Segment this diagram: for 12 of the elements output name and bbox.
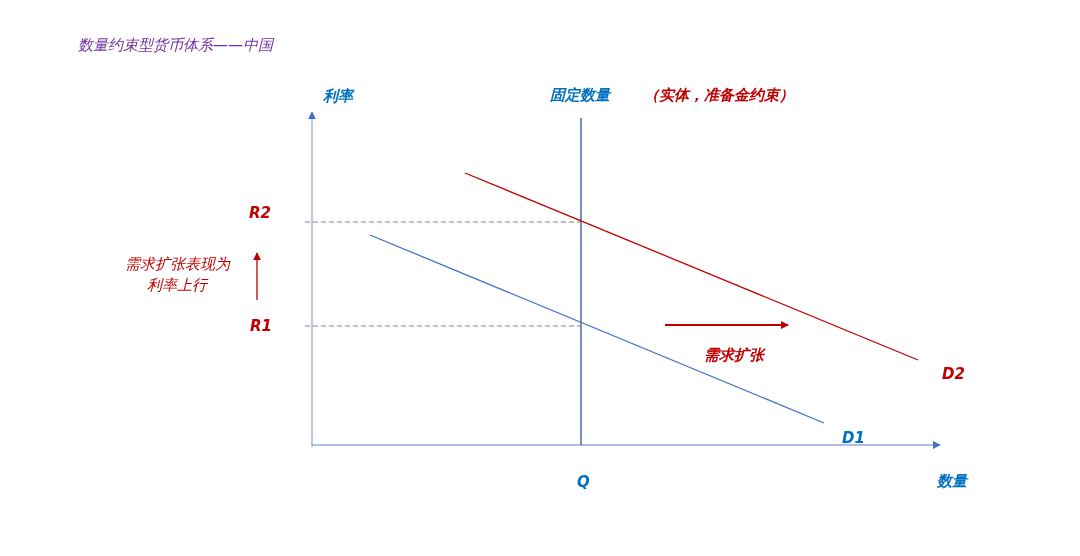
axis-note: 固定数量 (550, 86, 610, 104)
annotation: 需求扩张 (704, 346, 764, 364)
axis-note: （实体，准备金约束） (644, 86, 794, 104)
annotation: 需求扩张表现为利率上行 (123, 254, 232, 296)
axis-label: Q (577, 473, 590, 491)
curve-label: D2 (942, 365, 965, 383)
axis-title: 利率 (323, 87, 353, 105)
axis-title: 数量 (937, 472, 967, 490)
rate-label: R1 (250, 317, 272, 335)
chart-title: 数量约束型货币体系——中国 (78, 36, 273, 54)
curve-label: D1 (842, 429, 865, 447)
rate-label: R2 (249, 204, 271, 222)
